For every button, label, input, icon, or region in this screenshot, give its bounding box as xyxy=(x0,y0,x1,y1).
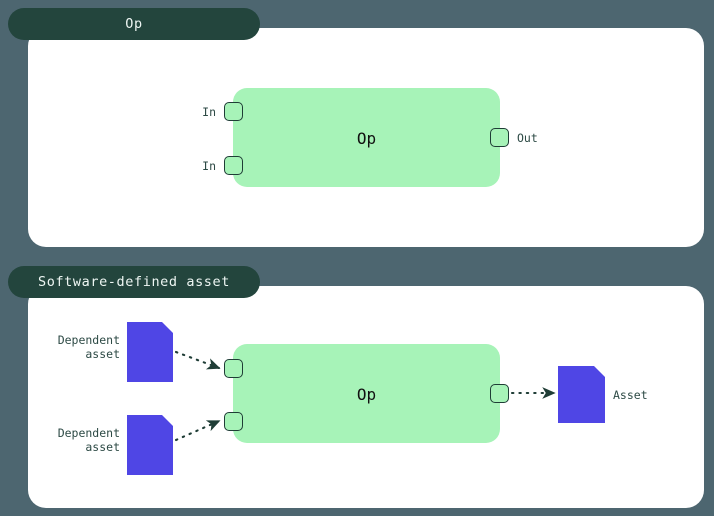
op-node-2-input-port-1[interactable] xyxy=(224,359,243,378)
op-node-2-input-port-2[interactable] xyxy=(224,412,243,431)
dependent-asset-label-1: Dependent asset xyxy=(57,333,120,361)
op-node-2-output-port[interactable] xyxy=(490,384,509,403)
op-node-2[interactable]: Op xyxy=(233,344,500,443)
dependent-asset-label-2: Dependent asset xyxy=(57,426,120,454)
op-node-1[interactable]: Op xyxy=(233,88,500,187)
op-node-1-input-label-2: In xyxy=(202,159,216,173)
op-node-1-output-label: Out xyxy=(517,131,538,145)
asset-label: Asset xyxy=(613,388,648,402)
op-node-1-input-label-1: In xyxy=(202,105,216,119)
asset-icon[interactable] xyxy=(558,366,605,423)
dependent-asset-icon-2[interactable] xyxy=(127,415,173,475)
op-node-1-input-port-2[interactable] xyxy=(224,156,243,175)
op-node-1-input-port-1[interactable] xyxy=(224,102,243,121)
dependent-asset-icon-1[interactable] xyxy=(127,322,173,382)
panel-software-defined-asset-title: Software-defined asset xyxy=(8,266,260,298)
op-node-2-label: Op xyxy=(356,385,377,404)
panel-op-title: Op xyxy=(8,8,260,40)
op-node-1-output-port[interactable] xyxy=(490,128,509,147)
op-node-1-label: Op xyxy=(356,129,377,148)
